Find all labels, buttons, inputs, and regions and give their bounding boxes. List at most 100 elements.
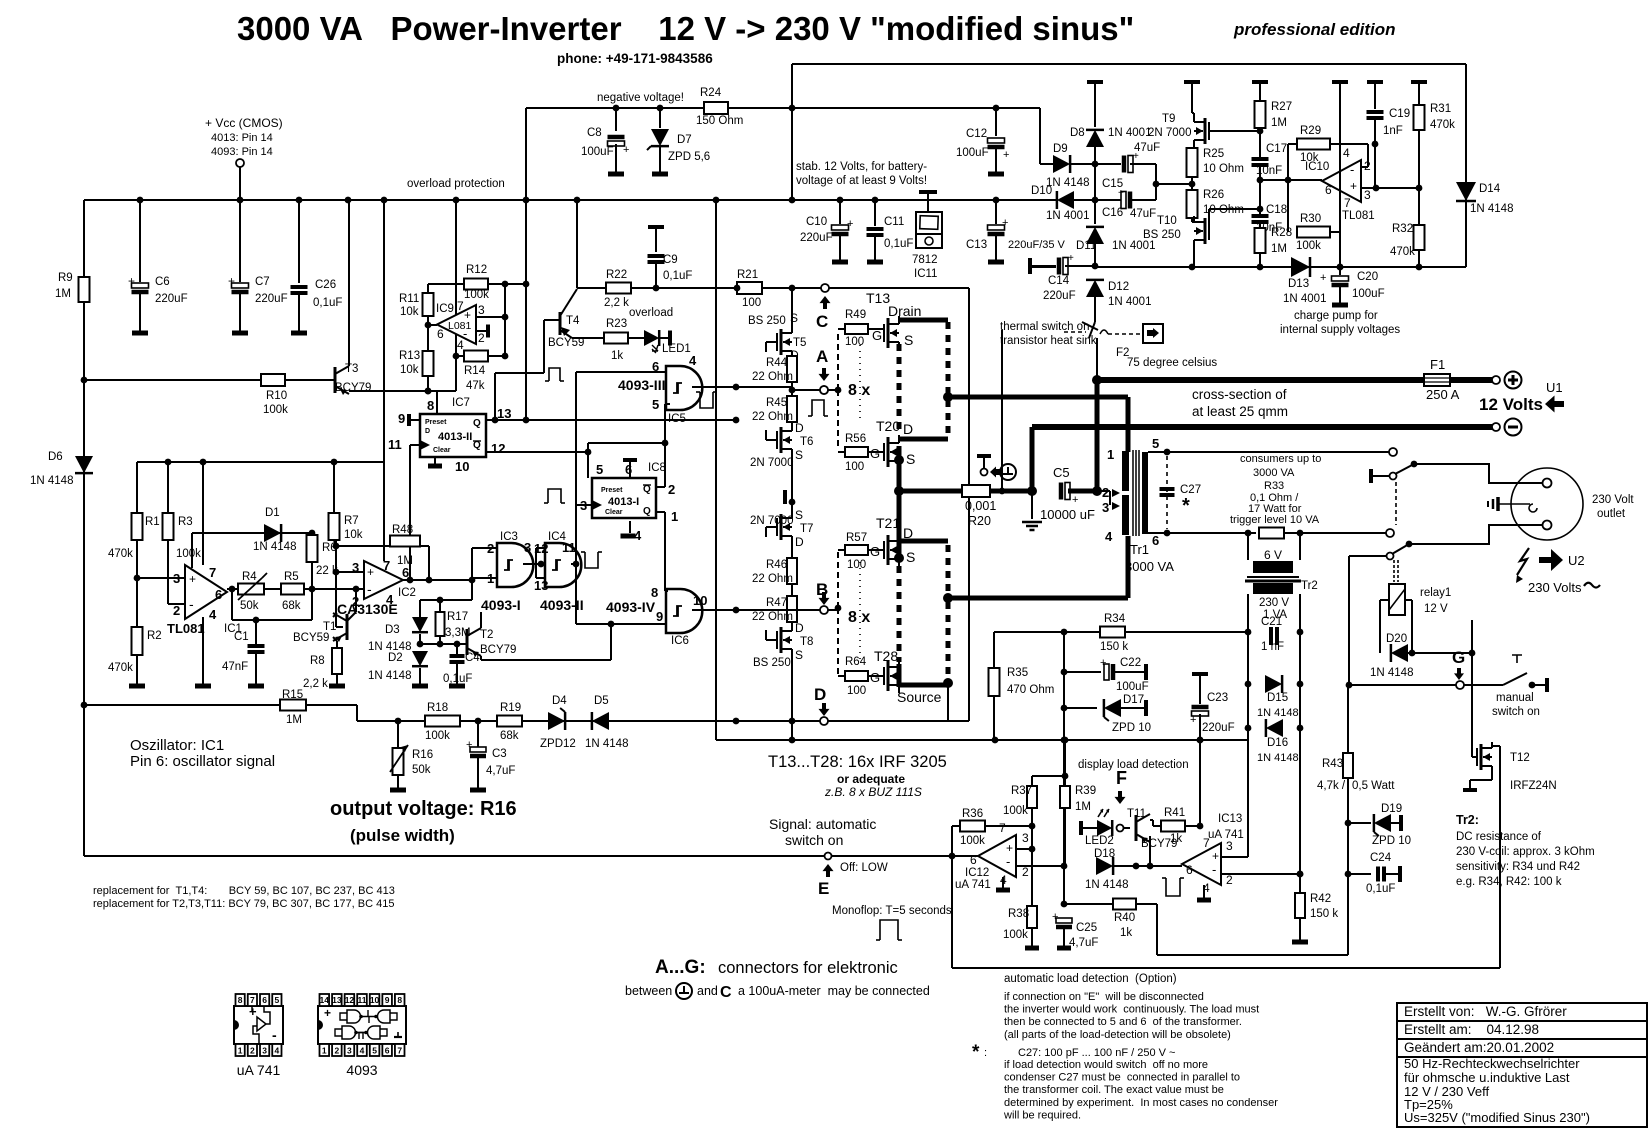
svg-text:DC resistance of: DC resistance of: [1456, 831, 1542, 843]
svg-text:+: +: [1190, 714, 1196, 726]
svg-text:1N 4001: 1N 4001: [1046, 210, 1089, 222]
svg-text:11: 11: [562, 540, 576, 555]
svg-text:100uF: 100uF: [581, 146, 614, 158]
svg-text:12 Volts: 12 Volts: [1479, 395, 1543, 414]
svg-text:a 100uA-meter may be connecte: a 100uA-meter may be connected: [738, 984, 930, 998]
svg-text:+: +: [1068, 253, 1074, 264]
svg-text:C16: C16: [1102, 207, 1123, 219]
svg-text:D16: D16: [1267, 737, 1288, 749]
svg-text:47nF: 47nF: [222, 661, 248, 673]
svg-text:8 x: 8 x: [848, 609, 870, 626]
svg-text:IC10: IC10: [1305, 161, 1329, 173]
svg-text:G: G: [870, 670, 880, 685]
svg-text:3000 VA Power-Inverter 12: 3000 VA Power-Inverter 12 V -> 230 V "mo…: [237, 10, 1134, 47]
svg-text:TL081: TL081: [1342, 210, 1375, 222]
svg-text:10nF: 10nF: [1256, 165, 1282, 177]
svg-text:3000 VA: 3000 VA: [1125, 559, 1174, 574]
svg-text:-: -: [189, 596, 194, 612]
svg-text:13: 13: [534, 578, 548, 593]
svg-text:4: 4: [457, 338, 464, 352]
svg-text:7: 7: [457, 299, 464, 313]
svg-text:R2: R2: [147, 630, 162, 642]
svg-text:IC7: IC7: [452, 397, 470, 409]
svg-text:+: +: [1320, 272, 1326, 284]
svg-text:10k: 10k: [400, 306, 419, 318]
svg-text:0,1uF: 0,1uF: [313, 297, 342, 309]
svg-text:C: C: [720, 984, 732, 1001]
svg-text:C12: C12: [966, 128, 987, 140]
svg-text:17 Watt for: 17 Watt for: [1248, 503, 1302, 515]
svg-text:230 V: 230 V: [1259, 597, 1289, 609]
svg-text:220uF: 220uF: [1202, 722, 1235, 734]
svg-text:R25: R25: [1203, 148, 1224, 160]
svg-text:connectors for elektronic: connectors for elektronic: [718, 959, 898, 977]
svg-text:Q: Q: [643, 506, 651, 517]
svg-text:-: -: [272, 1027, 277, 1043]
svg-text:D12: D12: [1108, 281, 1129, 293]
svg-text:+: +: [128, 274, 135, 288]
svg-text:Signal: automatic: Signal: automatic: [769, 816, 876, 832]
svg-text:2N 7000: 2N 7000: [1148, 127, 1191, 139]
svg-text:switch on: switch on: [785, 832, 843, 848]
svg-text:Geändert am:20.01.2002: Geändert am:20.01.2002: [1404, 1040, 1554, 1055]
svg-text:6: 6: [385, 1046, 390, 1056]
svg-text:ZPD12: ZPD12: [540, 738, 576, 750]
svg-text:IC6: IC6: [671, 635, 689, 647]
svg-text:4: 4: [689, 353, 697, 368]
svg-text:0,1uF: 0,1uF: [443, 673, 472, 685]
svg-text:S: S: [795, 648, 803, 662]
svg-text:IC3: IC3: [500, 531, 518, 543]
svg-text:100k: 100k: [176, 548, 201, 560]
svg-text:1N 4148: 1N 4148: [30, 475, 73, 487]
svg-text:R29: R29: [1300, 125, 1321, 137]
svg-text:2N 7000: 2N 7000: [750, 457, 793, 469]
svg-text:6: 6: [1186, 863, 1193, 877]
svg-text:0,1uF: 0,1uF: [663, 270, 692, 282]
svg-text:R17: R17: [447, 611, 468, 623]
svg-text:1N 4001: 1N 4001: [1108, 296, 1151, 308]
svg-text:R4: R4: [242, 571, 257, 583]
svg-text:+: +: [1002, 217, 1008, 229]
svg-text:uA 741: uA 741: [955, 879, 991, 891]
svg-text:2,2 k: 2,2 k: [303, 678, 328, 690]
svg-text:D8: D8: [1070, 127, 1085, 139]
svg-text:R45: R45: [766, 397, 787, 409]
svg-text:output voltage: R16: output voltage: R16: [330, 798, 517, 820]
svg-text:+: +: [1006, 841, 1013, 855]
svg-text:manual: manual: [1496, 692, 1534, 704]
svg-text:C14: C14: [1048, 275, 1070, 287]
svg-text:4: 4: [360, 1046, 365, 1056]
svg-text:T20: T20: [876, 418, 900, 434]
svg-text:ZPD 10: ZPD 10: [1372, 835, 1411, 847]
svg-text:für ohmsche u.induktive Last: für ohmsche u.induktive Last: [1404, 1070, 1570, 1085]
svg-text:TL081: TL081: [167, 621, 205, 636]
svg-text:10: 10: [693, 593, 707, 608]
svg-text:1M: 1M: [55, 288, 71, 300]
svg-text:4: 4: [634, 528, 642, 543]
svg-text:Monoflop: T=5 seconds: Monoflop: T=5 seconds: [832, 905, 952, 917]
svg-text:50k: 50k: [412, 764, 431, 776]
svg-text:12: 12: [345, 995, 355, 1005]
svg-text:-: -: [1212, 862, 1216, 877]
svg-text:220uF: 220uF: [1043, 290, 1076, 302]
svg-text:R26: R26: [1203, 189, 1224, 201]
svg-text:R7: R7: [344, 515, 359, 527]
svg-text:R10: R10: [266, 390, 287, 402]
svg-text:5: 5: [652, 397, 659, 412]
svg-text:+: +: [623, 144, 629, 156]
svg-text:4093: 4093: [346, 1062, 377, 1078]
svg-text:replacement for T2,T3,T11: BCY: replacement for T2,T3,T11: BCY 79, BC 30…: [93, 898, 394, 910]
svg-text:D: D: [795, 621, 804, 635]
svg-text:7: 7: [999, 821, 1006, 835]
svg-text:D3: D3: [385, 624, 400, 636]
svg-text:R8: R8: [310, 655, 325, 667]
svg-text:6: 6: [402, 565, 409, 580]
svg-text:R49: R49: [845, 309, 866, 321]
svg-text:230 Volt: 230 Volt: [1592, 494, 1634, 506]
svg-text:R34: R34: [1104, 613, 1126, 625]
svg-text:T1: T1: [323, 621, 336, 633]
svg-text:G: G: [1452, 648, 1465, 667]
svg-text:R47: R47: [766, 597, 787, 609]
svg-text:100k: 100k: [425, 730, 450, 742]
svg-text:T13...T28: 16x IRF 3205: T13...T28: 16x IRF 3205: [768, 753, 947, 771]
